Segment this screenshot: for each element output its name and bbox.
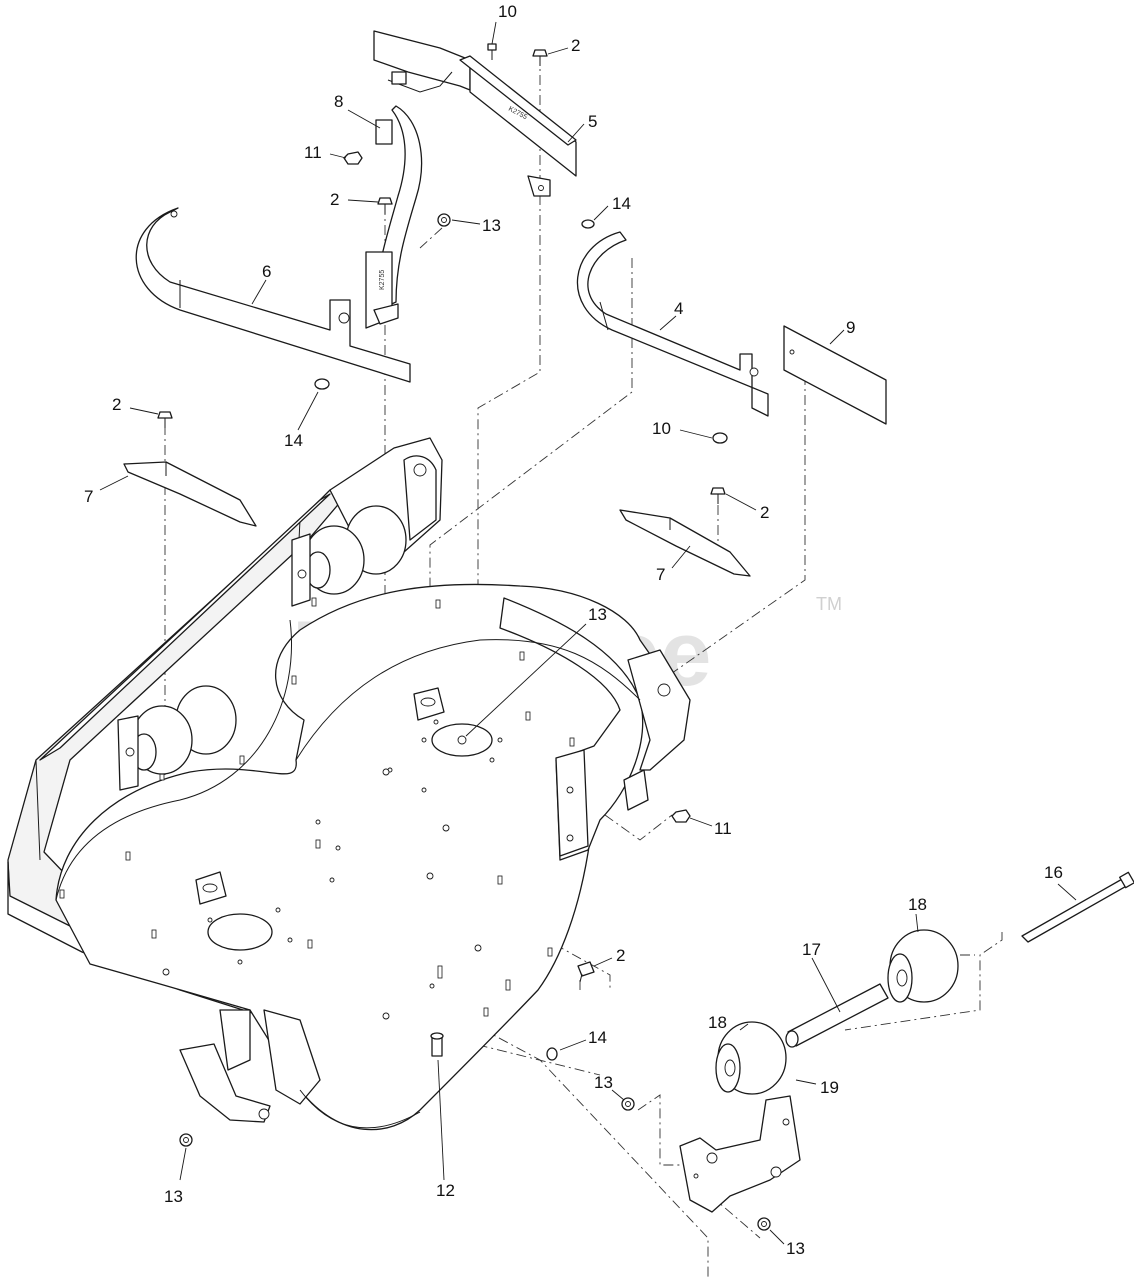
part-9-plate (783, 325, 887, 425)
part-18-roller-upper (887, 929, 959, 1003)
part-19-roller-bracket (679, 1095, 801, 1213)
part-6-curved-bracket (135, 207, 411, 383)
callout-13: 13 (786, 1239, 805, 1258)
callout-13: 13 (164, 1187, 183, 1206)
callout-7: 7 (656, 565, 665, 584)
callout-5: 5 (588, 112, 597, 131)
part-16-axle-bolt (1021, 871, 1134, 943)
part-7-left-deflector (123, 461, 257, 527)
callout-7: 7 (84, 487, 93, 506)
callout-12: 12 (436, 1181, 455, 1200)
part-17-spacer-tube (785, 983, 889, 1048)
callout-16: 16 (1044, 863, 1063, 882)
deck-roller-upper (291, 505, 407, 607)
callout-2: 2 (616, 946, 625, 965)
callout-10: 10 (652, 419, 671, 438)
part-7-right-deflector (619, 509, 751, 577)
hardware (157, 43, 771, 1231)
callout-2: 2 (330, 190, 339, 209)
callout-2: 2 (760, 503, 769, 522)
callout-14: 14 (588, 1028, 607, 1047)
callout-9: 9 (846, 318, 855, 337)
callout-8: 8 (334, 92, 343, 111)
callout-18: 18 (908, 895, 927, 914)
callout-10: 10 (498, 2, 517, 21)
callout-labels: 10 2 5 8 11 2 13 14 6 4 9 14 10 2 7 2 7 … (84, 2, 1063, 1258)
leader-lines (99, 21, 1077, 1245)
callout-11: 11 (714, 819, 732, 838)
callout-2: 2 (571, 36, 580, 55)
bracket-stamp: K2755 (379, 270, 386, 290)
callout-11: 11 (304, 143, 322, 162)
watermark-trademark: TM (816, 594, 842, 614)
callout-19: 19 (820, 1078, 839, 1097)
callout-13: 13 (594, 1073, 613, 1092)
deck-roller-lower (117, 685, 237, 791)
callout-17: 17 (802, 940, 821, 959)
part-18-roller-lower (715, 1021, 787, 1095)
part-4-curved-bracket (576, 231, 769, 417)
callout-14: 14 (612, 194, 631, 213)
part-5-baffle-plate: K2755 (373, 30, 577, 197)
mower-deck-shell (7, 437, 691, 1131)
callout-6: 6 (262, 262, 271, 281)
callout-18: 18 (708, 1013, 727, 1032)
callout-4: 4 (674, 299, 683, 318)
callout-13: 13 (482, 216, 501, 235)
deck-holes (59, 597, 575, 1020)
callout-13: 13 (588, 605, 607, 624)
callout-2: 2 (112, 395, 121, 414)
callout-14: 14 (284, 431, 303, 450)
part-8-bracket: K2755 (365, 105, 423, 329)
